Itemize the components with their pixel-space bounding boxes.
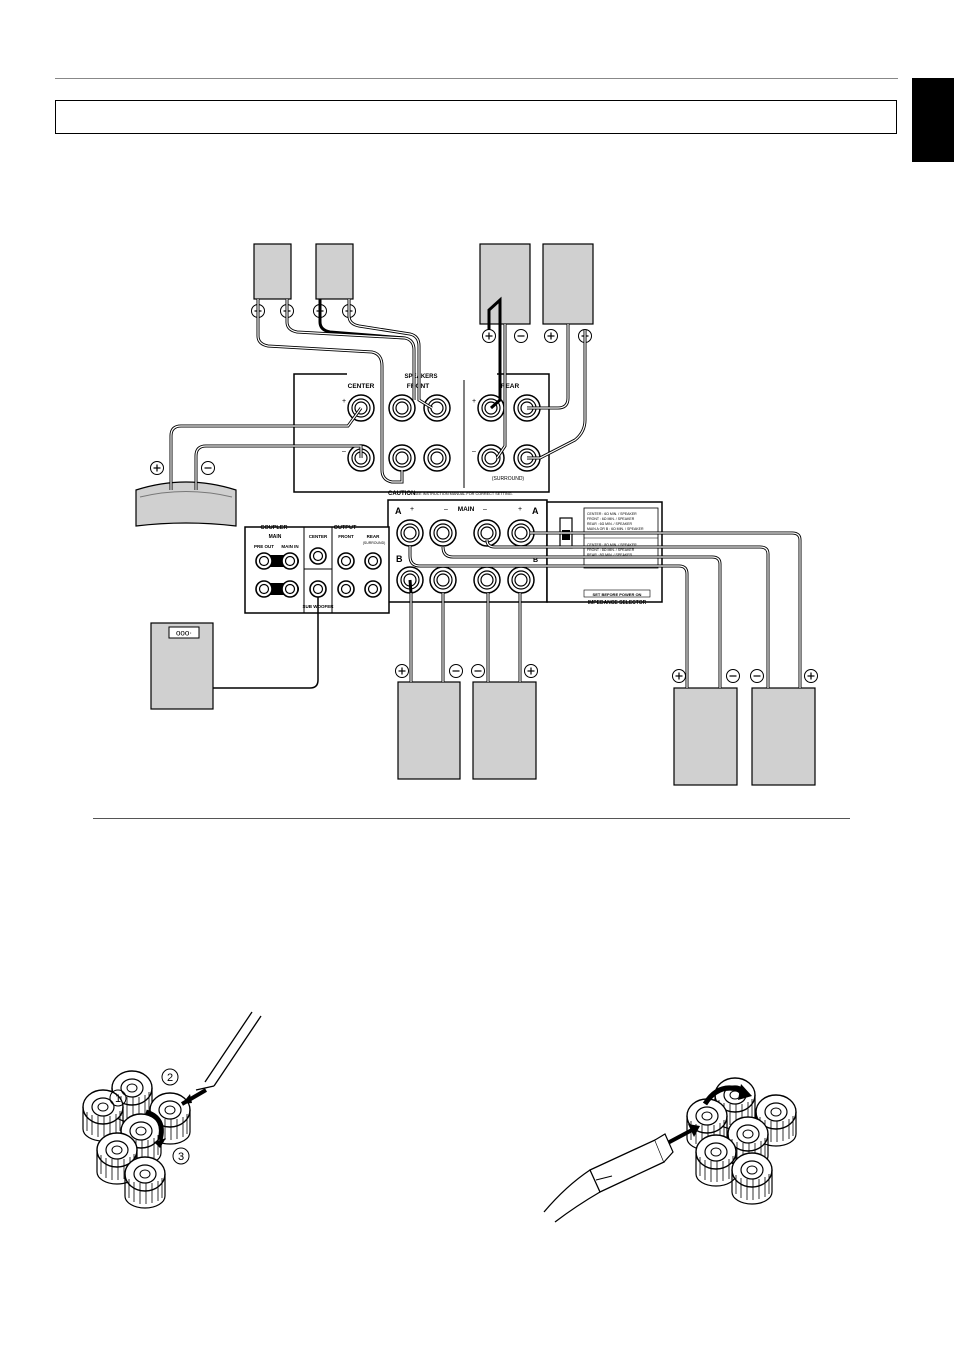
surround-label: (SURROUND): [492, 476, 525, 482]
main-in-l-jack[interactable]: [281, 552, 299, 570]
front-l-minus-terminal[interactable]: [423, 444, 451, 472]
pre-out-label: PRE OUT: [254, 544, 274, 549]
rear-speaker-left: [542, 243, 594, 325]
binding-post-wire-illustration: 1 2 3: [82, 1011, 262, 1209]
top-rule: [55, 78, 898, 79]
step-1-label: 1: [115, 1093, 121, 1105]
impedance-selector-label: IMPEDANCE SELECTOR: [588, 600, 647, 606]
impedance-line: FRONT : 8Ω MIN. / SPEAKER: [587, 548, 635, 552]
front-r-minus-terminal[interactable]: [388, 444, 416, 472]
b-label-right: B: [533, 557, 538, 564]
front-speaker-left: [315, 243, 354, 300]
main-a-r-plus-terminal[interactable]: [396, 519, 424, 547]
sub-woofer-jack[interactable]: [309, 580, 327, 598]
coupler-label: COUPLER: [261, 525, 288, 531]
plus-icon: [543, 328, 559, 344]
a-label-left: A: [395, 506, 402, 516]
plus-icon: [149, 460, 165, 476]
svg-text:+: +: [518, 506, 522, 513]
pre-out-l-jack[interactable]: [255, 552, 273, 570]
speakers-label: SPEAKERS: [404, 374, 437, 380]
banana-plug-illustration: [543, 1077, 797, 1223]
output-rear-label: REAR: [367, 534, 381, 539]
header-box: [55, 100, 897, 134]
minus-icon: [470, 663, 486, 679]
main-b-r-minus-terminal[interactable]: [429, 566, 457, 594]
caution-label: CAUTION: [388, 491, 415, 497]
minus-icon: [725, 668, 741, 684]
plus-icon: [394, 663, 410, 679]
plus-icon: [671, 668, 687, 684]
plus-icon: [803, 668, 819, 684]
output-label: OUTPUT: [334, 525, 357, 531]
main-label: MAIN: [458, 506, 475, 513]
main-b-l-minus-terminal[interactable]: [473, 566, 501, 594]
center-speaker: [135, 481, 237, 527]
output-front-label: FRONT: [338, 534, 354, 539]
minus-icon: [749, 668, 765, 684]
minus-icon: [200, 460, 216, 476]
output-rear-l-jack[interactable]: [364, 552, 382, 570]
impedance-line: CENTER : 6Ω MIN. / SPEAKER: [587, 512, 637, 516]
rear-label: REAR: [501, 383, 520, 390]
impedance-line: CENTER : 8Ω MIN. / SPEAKER: [587, 543, 637, 547]
set-before-label: SET BEFORE POWER ON: [593, 592, 642, 597]
main-b-speaker-left: [472, 681, 537, 780]
caution-note: SEE INSTRUCTION MANUAL FOR CORRECT SETTI…: [414, 492, 513, 496]
svg-text:–: –: [483, 506, 487, 513]
output-surround-label: (SURROUND): [363, 541, 386, 545]
front-l-plus-terminal[interactable]: [423, 394, 451, 422]
output-rear-r-jack[interactable]: [364, 580, 382, 598]
main-a-speaker-right: [673, 687, 738, 786]
svg-text:–: –: [472, 448, 476, 455]
svg-text:–: –: [342, 448, 346, 455]
a-label-right: A: [532, 506, 539, 516]
main-in-r-jack[interactable]: [281, 580, 299, 598]
svg-text:+: +: [342, 398, 346, 405]
output-front-l-jack[interactable]: [337, 552, 355, 570]
speaker-terminal-panel: [293, 373, 550, 493]
svg-text:+: +: [472, 398, 476, 405]
impedance-line: REAR : 8Ω MIN. / SPEAKER: [587, 553, 632, 557]
language-tab: [912, 78, 954, 162]
section-divider: [93, 818, 850, 819]
rear-r-minus-terminal[interactable]: [477, 444, 505, 472]
output-center-jack[interactable]: [309, 547, 327, 565]
main-a-speaker-left: [751, 687, 816, 786]
main-a-r-minus-terminal[interactable]: [429, 519, 457, 547]
subwoofer-display: ooo·: [176, 629, 192, 638]
svg-text:+: +: [410, 506, 414, 513]
plus-icon: [523, 663, 539, 679]
b-label-left: B: [396, 554, 403, 564]
step-2-label: 2: [167, 1072, 173, 1084]
coupler-output-panel: [244, 526, 390, 614]
minus-icon: [448, 663, 464, 679]
output-front-r-jack[interactable]: [337, 580, 355, 598]
main-b-speaker-right: [397, 681, 461, 780]
center-label: CENTER: [348, 383, 375, 390]
pre-out-r-jack[interactable]: [255, 580, 273, 598]
minus-icon: [513, 328, 529, 344]
impedance-line: FRONT : 6Ω MIN. / SPEAKER: [587, 517, 635, 521]
main-in-label: MAIN IN: [281, 544, 298, 549]
impedance-line: MAIN A OR B : 6Ω MIN. / SPEAKER: [587, 527, 644, 531]
main-b-l-plus-terminal[interactable]: [507, 566, 535, 594]
svg-text:–: –: [444, 506, 448, 513]
step-3-label: 3: [178, 1151, 184, 1163]
impedance-line: REAR : 6Ω MIN. / SPEAKER: [587, 522, 632, 526]
output-center-label: CENTER: [309, 534, 328, 539]
front-r-plus-terminal[interactable]: [388, 394, 416, 422]
coupler-main-label: MAIN: [269, 534, 282, 540]
plus-icon: [481, 328, 497, 344]
front-speaker-right: [253, 243, 292, 300]
